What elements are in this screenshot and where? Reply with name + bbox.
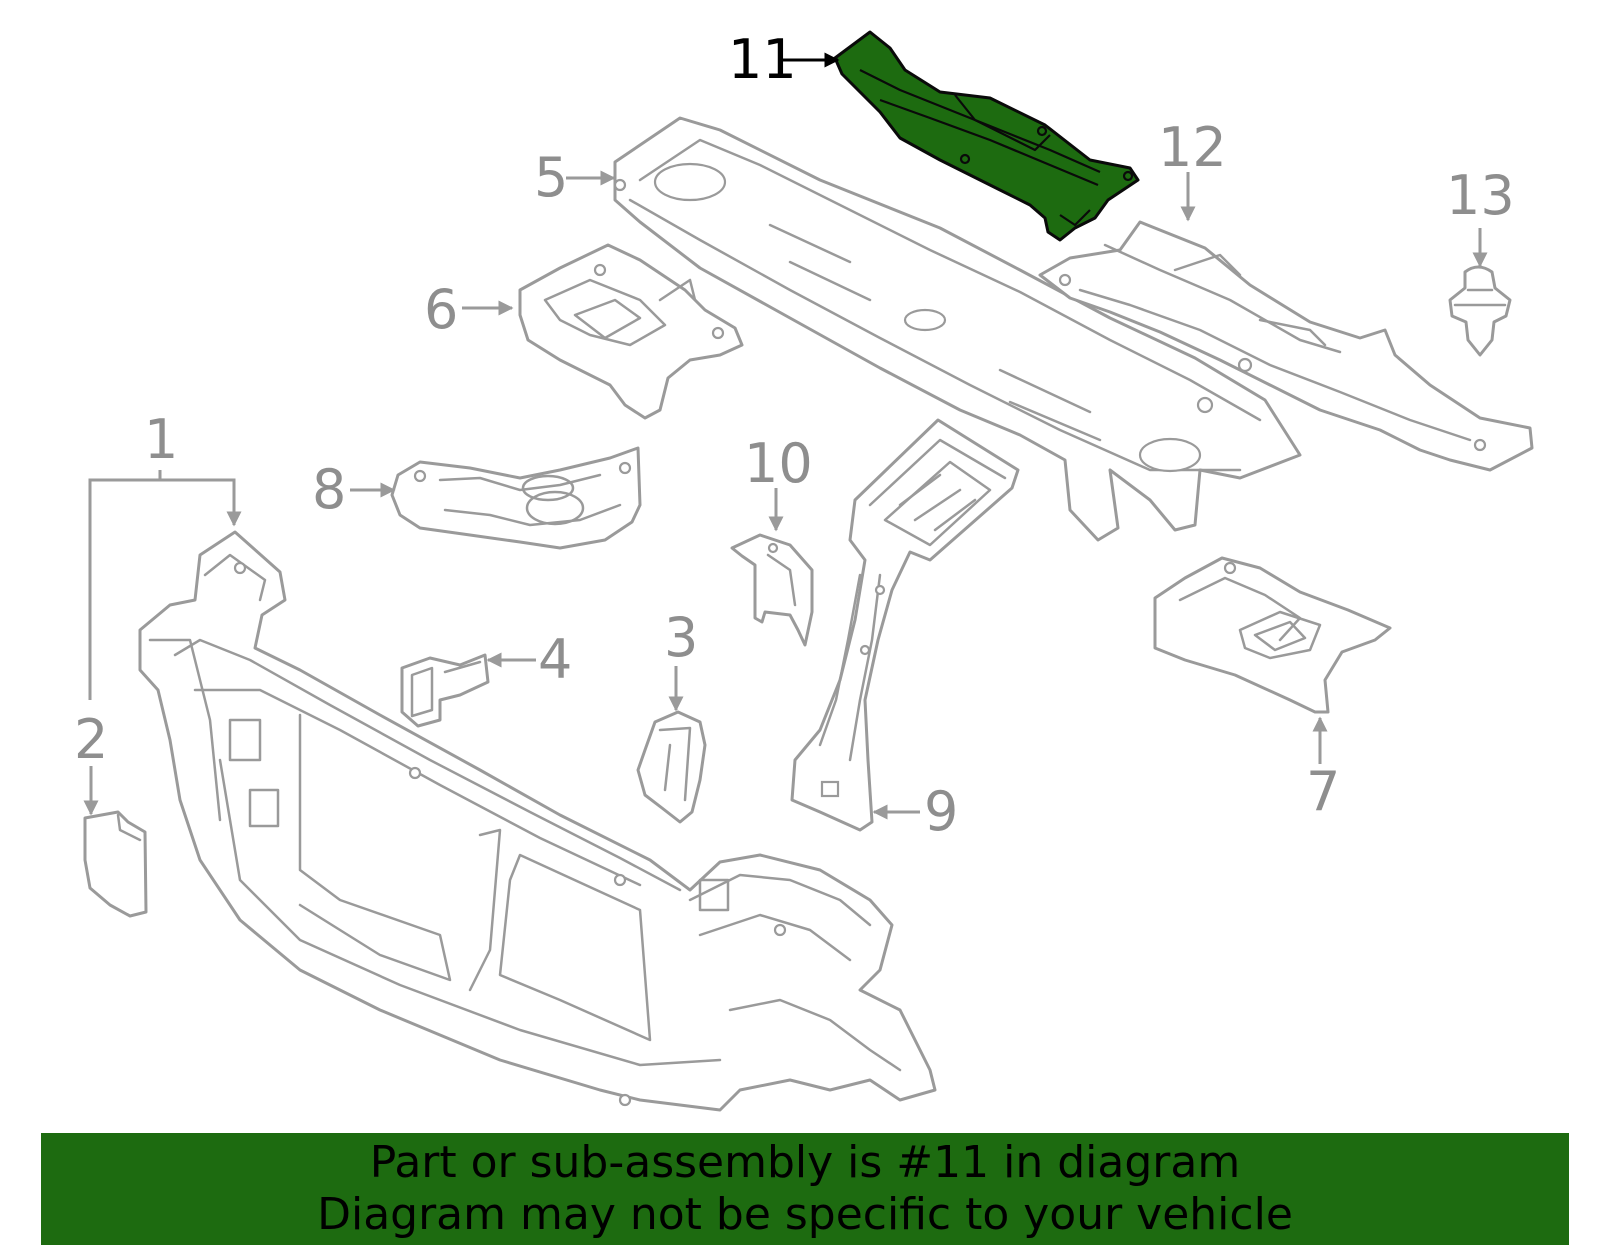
- part-13-push-clip[interactable]: [1448, 265, 1512, 357]
- part-12-air-deflector[interactable]: [1038, 220, 1534, 472]
- part-9-support[interactable]: [790, 418, 1020, 832]
- banner-line-part-number: Part or sub-assembly is #11 in diagram: [369, 1137, 1241, 1188]
- part-7-bracket[interactable]: [1153, 556, 1392, 714]
- banner-line-disclaimer: Diagram may not be specific to your vehi…: [317, 1189, 1293, 1240]
- part-8-bracket[interactable]: [390, 446, 642, 550]
- callout-4: 4: [538, 628, 572, 691]
- callout-11: 11: [728, 28, 797, 91]
- callout-8: 8: [312, 458, 346, 521]
- callout-12: 12: [1158, 116, 1227, 179]
- part-6-bracket[interactable]: [518, 243, 744, 420]
- notice-banner: Part or sub-assembly is #11 in diagram D…: [41, 1133, 1569, 1245]
- part-1-radiator-support[interactable]: [138, 530, 937, 1112]
- part-2-cover[interactable]: [83, 810, 148, 918]
- callout-6: 6: [424, 278, 458, 341]
- part-10-bracket[interactable]: [730, 533, 814, 647]
- leader-lines: [83, 52, 1488, 820]
- part-4-bracket[interactable]: [400, 653, 490, 728]
- callout-labels: 11 5 12 13 6 1 10 8 3 4 2 7 9: [74, 28, 1515, 843]
- callout-1: 1: [144, 408, 178, 471]
- part-3-bracket[interactable]: [636, 710, 707, 824]
- part-5-upper-tie-bar[interactable]: [613, 116, 1302, 542]
- leader-1: [158, 470, 242, 527]
- callout-2: 2: [74, 708, 108, 771]
- leader-1-branch: [88, 478, 160, 700]
- callout-3: 3: [664, 606, 698, 669]
- callout-7: 7: [1306, 760, 1340, 823]
- callout-10: 10: [744, 432, 813, 495]
- callout-9: 9: [924, 780, 958, 843]
- part-11-highlighted[interactable]: [833, 30, 1140, 242]
- callout-13: 13: [1446, 164, 1515, 227]
- callout-5: 5: [534, 146, 568, 209]
